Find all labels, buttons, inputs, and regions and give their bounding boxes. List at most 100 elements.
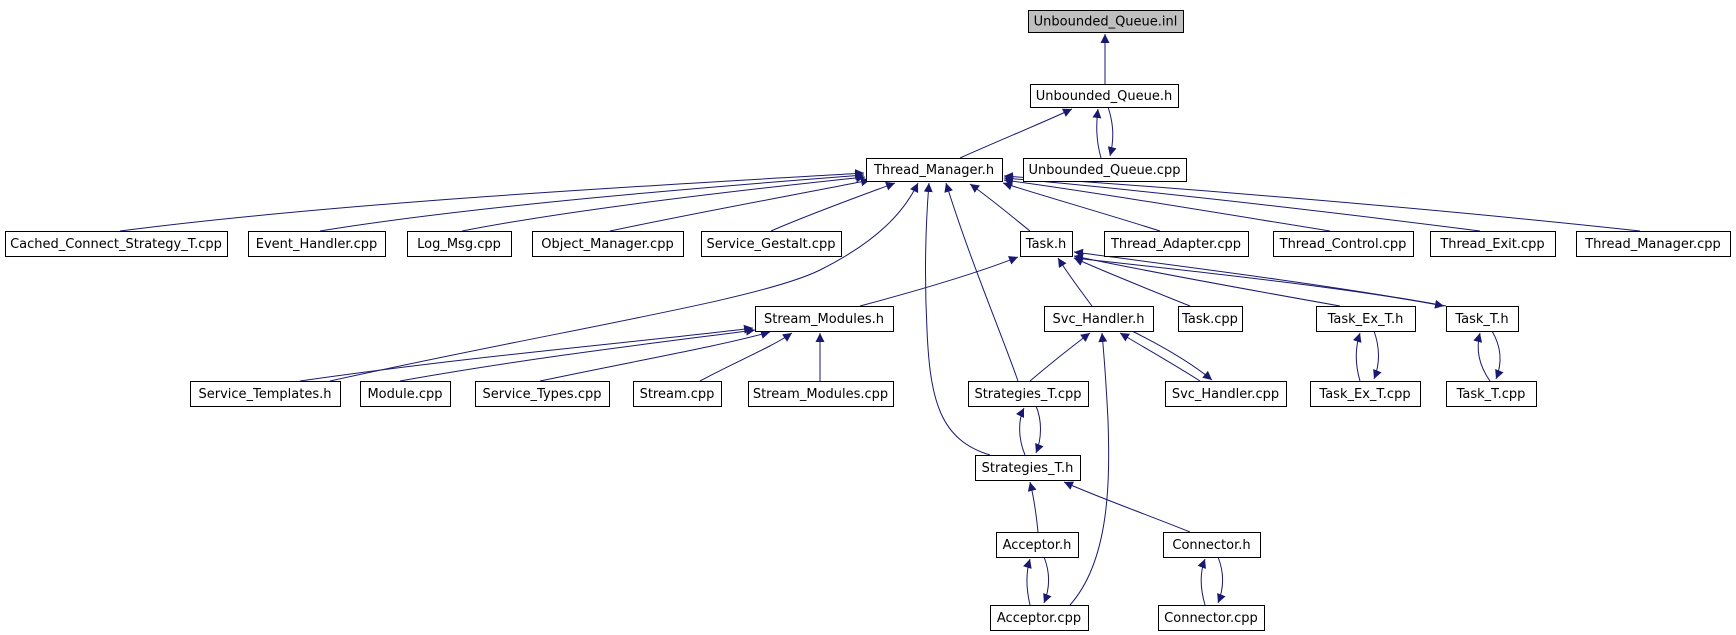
node-label: Stream_Modules.cpp bbox=[753, 387, 888, 402]
edge-unbounded-queue-cpp-to-unbounded-queue-h bbox=[1092, 108, 1102, 159]
node-box bbox=[633, 381, 722, 407]
node-label: Service_Templates.h bbox=[198, 387, 331, 402]
node-box bbox=[532, 231, 684, 257]
node-box bbox=[701, 231, 842, 257]
node-unbounded-queue-cpp[interactable]: Unbounded_Queue.cpp bbox=[1023, 158, 1187, 182]
node-strategies-t-cpp[interactable]: Strategies_T.cpp bbox=[968, 381, 1089, 407]
node-label: Task_Ex_T.h bbox=[1327, 312, 1404, 327]
edge-module-cpp-to-stream-modules-h bbox=[399, 326, 756, 382]
node-label: Thread_Adapter.cpp bbox=[1110, 237, 1241, 252]
node-box bbox=[1044, 306, 1154, 332]
node-service-types-cpp[interactable]: Service_Types.cpp bbox=[475, 381, 610, 407]
node-box bbox=[866, 158, 1003, 182]
node-task-t-cpp[interactable]: Task_T.cpp bbox=[1446, 381, 1537, 407]
edge-strategies-t-cpp-to-strategies-t-h bbox=[1035, 405, 1044, 454]
node-thread-manager-h[interactable]: Thread_Manager.h bbox=[866, 158, 1003, 182]
edge-service-types-cpp-to-stream-modules-h bbox=[539, 330, 771, 382]
node-stream-cpp[interactable]: Stream.cpp bbox=[633, 381, 722, 407]
edge-event-handler-cpp-to-thread-manager-h bbox=[319, 171, 865, 232]
node-box bbox=[1030, 84, 1179, 108]
node-connector-cpp[interactable]: Connector.cpp bbox=[1158, 605, 1265, 631]
node-strategies-t-h[interactable]: Strategies_T.h bbox=[975, 455, 1081, 481]
node-event-handler-cpp[interactable]: Event_Handler.cpp bbox=[248, 231, 386, 257]
node-box bbox=[755, 306, 894, 332]
node-box bbox=[996, 532, 1079, 558]
edge-task-h-to-task-t-h bbox=[1073, 257, 1445, 309]
node-label: Service_Gestalt.cpp bbox=[707, 237, 836, 252]
node-box bbox=[1028, 10, 1184, 33]
edge-svc-handler-cpp-to-svc-handler-h bbox=[1119, 332, 1201, 382]
node-thread-adapter-cpp[interactable]: Thread_Adapter.cpp bbox=[1104, 231, 1249, 257]
node-box bbox=[1446, 306, 1519, 332]
edge-svc-handler-h-to-task-h bbox=[1057, 257, 1093, 307]
node-box bbox=[1430, 231, 1556, 257]
edge-object-manager-cpp-to-thread-manager-h bbox=[609, 177, 871, 232]
node-object-manager-cpp[interactable]: Object_Manager.cpp bbox=[532, 231, 684, 257]
node-box bbox=[1104, 231, 1249, 257]
node-label: Module.cpp bbox=[367, 387, 442, 402]
node-task-ex-t-cpp[interactable]: Task_Ex_T.cpp bbox=[1310, 381, 1421, 407]
node-box bbox=[1023, 158, 1187, 182]
node-service-gestalt-cpp[interactable]: Service_Gestalt.cpp bbox=[701, 231, 842, 257]
node-module-cpp[interactable]: Module.cpp bbox=[360, 381, 451, 407]
node-connector-h[interactable]: Connector.h bbox=[1163, 532, 1261, 558]
edges-layer bbox=[119, 34, 1641, 606]
node-thread-exit-cpp[interactable]: Thread_Exit.cpp bbox=[1430, 231, 1556, 257]
node-label: Task.cpp bbox=[1181, 312, 1238, 327]
node-task-ex-t-h[interactable]: Task_Ex_T.h bbox=[1316, 306, 1416, 332]
edge-connector-h-to-connector-cpp bbox=[1217, 556, 1226, 604]
node-svc-handler-h[interactable]: Svc_Handler.h bbox=[1044, 306, 1154, 332]
node-box bbox=[5, 231, 228, 257]
node-service-templates-h[interactable]: Service_Templates.h bbox=[190, 381, 341, 407]
node-box bbox=[1576, 231, 1731, 257]
node-label: Acceptor.cpp bbox=[997, 611, 1081, 626]
node-task-t-h[interactable]: Task_T.h bbox=[1446, 306, 1519, 332]
node-label: Task_T.cpp bbox=[1456, 387, 1526, 402]
node-label: Task.h bbox=[1025, 237, 1066, 252]
node-label: Unbounded_Queue.cpp bbox=[1029, 163, 1181, 178]
node-label: Task_T.h bbox=[1454, 312, 1508, 327]
node-box bbox=[1310, 381, 1421, 407]
node-box bbox=[1020, 231, 1073, 257]
edge-service-templates-h-to-stream-modules-h bbox=[299, 324, 754, 382]
node-label: Thread_Exit.cpp bbox=[1439, 237, 1544, 252]
node-acceptor-h[interactable]: Acceptor.h bbox=[996, 532, 1079, 558]
node-box bbox=[360, 381, 451, 407]
edge-unbounded-queue-h-to-unbounded-queue-cpp bbox=[1107, 106, 1117, 157]
node-label: Unbounded_Queue.inl bbox=[1034, 15, 1178, 30]
node-box bbox=[1316, 306, 1416, 332]
node-label: Strategies_T.h bbox=[982, 461, 1074, 476]
node-stream-modules-cpp[interactable]: Stream_Modules.cpp bbox=[748, 381, 894, 407]
node-thread-manager-cpp[interactable]: Thread_Manager.cpp bbox=[1576, 231, 1731, 257]
edge-cached-connect-strategy-t-cpp-to-thread-manager-h bbox=[119, 169, 865, 232]
node-stream-modules-h[interactable]: Stream_Modules.h bbox=[755, 306, 894, 332]
node-label: Stream_Modules.h bbox=[764, 312, 884, 327]
edge-log-msg-cpp-to-thread-manager-h bbox=[461, 173, 866, 232]
node-box bbox=[1163, 532, 1261, 558]
edge-connector-cpp-to-connector-h bbox=[1197, 558, 1206, 606]
node-cached-connect-strategy-t-cpp[interactable]: Cached_Connect_Strategy_T.cpp bbox=[5, 231, 228, 257]
node-svc-handler-cpp[interactable]: Svc_Handler.cpp bbox=[1165, 381, 1287, 407]
node-acceptor-cpp[interactable]: Acceptor.cpp bbox=[990, 605, 1089, 631]
node-box bbox=[248, 231, 386, 257]
node-label: Service_Types.cpp bbox=[483, 387, 602, 402]
node-thread-control-cpp[interactable]: Thread_Control.cpp bbox=[1273, 231, 1414, 257]
edge-service-templates-h-to-thread-manager-h bbox=[329, 182, 919, 382]
edge-task-ex-t-h-to-task-ex-t-cpp bbox=[1373, 330, 1382, 380]
node-task-cpp[interactable]: Task.cpp bbox=[1178, 306, 1243, 332]
node-unbounded-queue-inl[interactable]: Unbounded_Queue.inl bbox=[1028, 10, 1184, 33]
edge-service-gestalt-cpp-to-thread-manager-h bbox=[770, 181, 896, 232]
node-log-msg-cpp[interactable]: Log_Msg.cpp bbox=[407, 231, 512, 257]
node-box bbox=[475, 381, 610, 407]
node-label: Thread_Manager.h bbox=[873, 163, 994, 178]
node-unbounded-queue-h[interactable]: Unbounded_Queue.h bbox=[1030, 84, 1179, 108]
edge-task-cpp-to-task-h bbox=[1073, 257, 1191, 307]
node-task-h[interactable]: Task.h bbox=[1020, 231, 1073, 257]
node-box bbox=[1165, 381, 1287, 407]
edge-acceptor-h-to-strategies-t-h bbox=[1027, 481, 1039, 533]
node-label: Svc_Handler.h bbox=[1053, 312, 1145, 327]
edge-connector-h-to-strategies-t-h bbox=[1063, 481, 1191, 533]
edge-thread-exit-cpp-to-thread-manager-h bbox=[1003, 174, 1481, 232]
